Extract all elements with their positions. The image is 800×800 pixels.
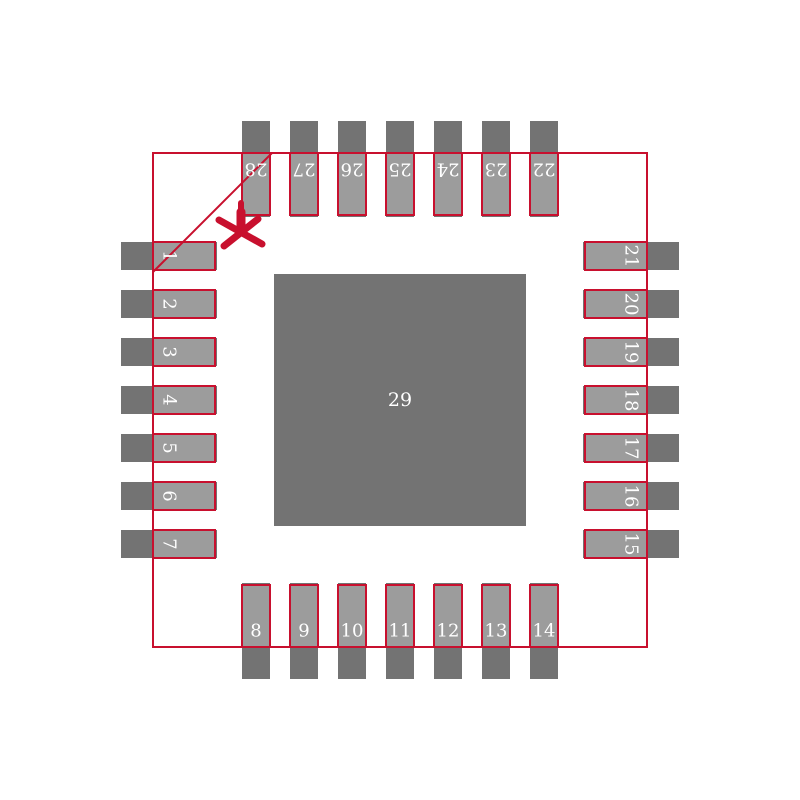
- pad-9-number: 9: [298, 621, 309, 642]
- pad-23-number: 23: [485, 159, 508, 180]
- pad-4-number: 4: [159, 394, 180, 405]
- pad-18-number: 18: [621, 389, 642, 412]
- pad-13-number: 13: [485, 621, 508, 642]
- pad-1-number: 1: [159, 250, 180, 261]
- pad-15-paste: [584, 529, 648, 559]
- pad-12-number: 12: [437, 621, 460, 642]
- pad-3-paste: [152, 337, 216, 367]
- pad-16-number: 16: [621, 485, 642, 508]
- exposed-pad-number: 29: [388, 389, 412, 411]
- pad-7-paste: [152, 529, 216, 559]
- pad-10-paste: [337, 584, 367, 648]
- pad-23-paste: [481, 152, 511, 216]
- pad-14-number: 14: [533, 621, 556, 642]
- pad-26-number: 26: [341, 159, 364, 180]
- pad-25-paste: [385, 152, 415, 216]
- pad-21-number: 21: [621, 245, 642, 268]
- pad-24-number: 24: [437, 159, 460, 180]
- pad-22-number: 22: [533, 159, 556, 180]
- exposed-thermal-pad: [274, 274, 526, 526]
- pad-21-paste: [584, 241, 648, 271]
- pad-14-paste: [529, 584, 559, 648]
- pad-7-number: 7: [159, 538, 180, 549]
- pad-11-number: 11: [389, 621, 412, 642]
- pad-26-paste: [337, 152, 367, 216]
- pad-27-number: 27: [293, 159, 316, 180]
- pad-15-number: 15: [621, 533, 642, 556]
- pad-28-paste: [241, 152, 271, 216]
- pad-paste-layer: [152, 152, 648, 648]
- pad-10-number: 10: [341, 621, 364, 642]
- pad-16-paste: [584, 481, 648, 511]
- pad-2-paste: [152, 289, 216, 319]
- pad-5-number: 5: [159, 442, 180, 453]
- pad-8-number: 8: [250, 621, 261, 642]
- pad-5-paste: [152, 433, 216, 463]
- pad-2-number: 2: [159, 298, 180, 309]
- pad-25-number: 25: [389, 159, 412, 180]
- pad-3-number: 3: [159, 346, 180, 357]
- asterisk-icon: [215, 200, 266, 250]
- pin1-chamfer-line: [152, 152, 273, 273]
- pad-28-number: 28: [245, 159, 268, 180]
- pad-8-paste: [241, 584, 271, 648]
- package-outline: [152, 152, 648, 648]
- pad-12-paste: [433, 584, 463, 648]
- pad-11-paste: [385, 584, 415, 648]
- pad-18-paste: [584, 385, 648, 415]
- pad-17-number: 17: [621, 437, 642, 460]
- pad-6-number: 6: [159, 490, 180, 501]
- pad-20-number: 20: [621, 293, 642, 316]
- pad-19-number: 19: [621, 341, 642, 364]
